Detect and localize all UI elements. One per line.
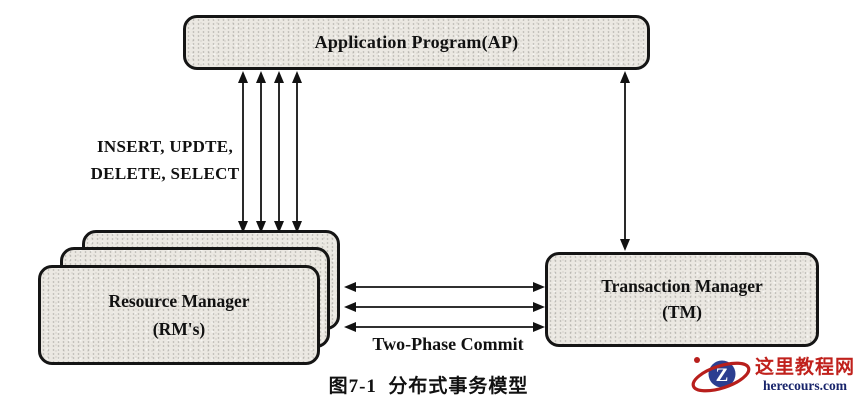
resource-manager-subtitle: (RM's) [152,318,206,339]
watermark-site-name: 这里教程网 [754,357,855,379]
figure-caption: 图7-1 分布式事务模型 [328,376,529,397]
watermark-text: 这里教程网 herecours.com [755,358,855,393]
watermark-site-domain: herecours.com [762,378,848,394]
two-phase-commit-label: Two-Phase Commit [372,334,524,354]
application-program-label: Application Program(AP) [314,32,519,52]
ap-tm-arrow [620,71,630,251]
watermark: Z 这里教程网 herecours.com [689,353,855,399]
rm-tm-arrows [344,282,545,332]
sql-operations-line2: DELETE, SELECT [90,164,240,183]
watermark-logo-letter: Z [716,365,729,386]
resource-manager-box: Resource Manager (RM's) [38,265,320,365]
transaction-manager-subtitle: (TM) [662,302,702,322]
transaction-manager-box: Transaction Manager (TM) [545,252,819,347]
sql-operations-label: INSERT, UPDTE, DELETE, SELECT [80,133,250,187]
sql-operations-line1: INSERT, UPDTE, [96,137,233,156]
transaction-manager-title: Transaction Manager [601,276,763,296]
watermark-logo-icon: Z [691,357,751,393]
application-program-box: Application Program(AP) [183,15,650,70]
resource-manager-title: Resource Manager [108,290,250,311]
